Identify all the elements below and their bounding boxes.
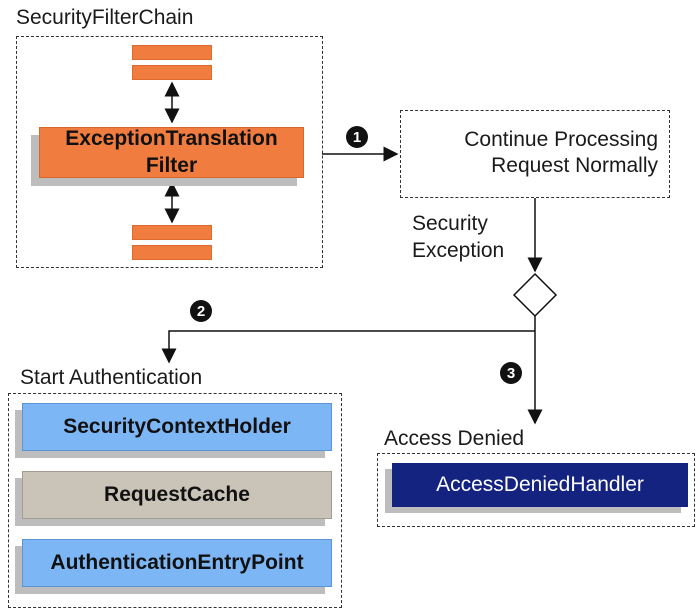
security-context-holder-box: SecurityContextHolder (22, 403, 332, 451)
start-auth-container (8, 393, 342, 608)
access-denied-handler-box: AccessDeniedHandler (392, 463, 688, 507)
access-denied-container (377, 453, 695, 527)
access-denied-title: Access Denied (384, 427, 525, 450)
exception-translation-filter: ExceptionTranslation Filter (39, 127, 304, 178)
filter-bar (132, 65, 212, 80)
start-auth-title: Start Authentication (20, 366, 203, 389)
decision-diamond (512, 272, 558, 318)
step-1-badge: 1 (346, 126, 368, 148)
filter-bar (132, 45, 212, 60)
continue-processing-text: Continue Processing Request Normally (464, 128, 658, 178)
branch-to-start-auth (161, 330, 535, 364)
step-3-badge: 3 (500, 362, 522, 384)
filter-bar (132, 245, 212, 260)
security-exception-label: Security Exception (412, 212, 505, 263)
request-cache-box: RequestCache (22, 471, 332, 519)
filter-bar (132, 225, 212, 240)
continue-processing-box (400, 110, 670, 198)
step-2-badge: 2 (190, 300, 212, 322)
filter-chain-container (16, 36, 323, 268)
filter-chain-title: SecurityFilterChain (16, 6, 194, 29)
authentication-entry-point-box: AuthenticationEntryPoint (22, 539, 332, 587)
